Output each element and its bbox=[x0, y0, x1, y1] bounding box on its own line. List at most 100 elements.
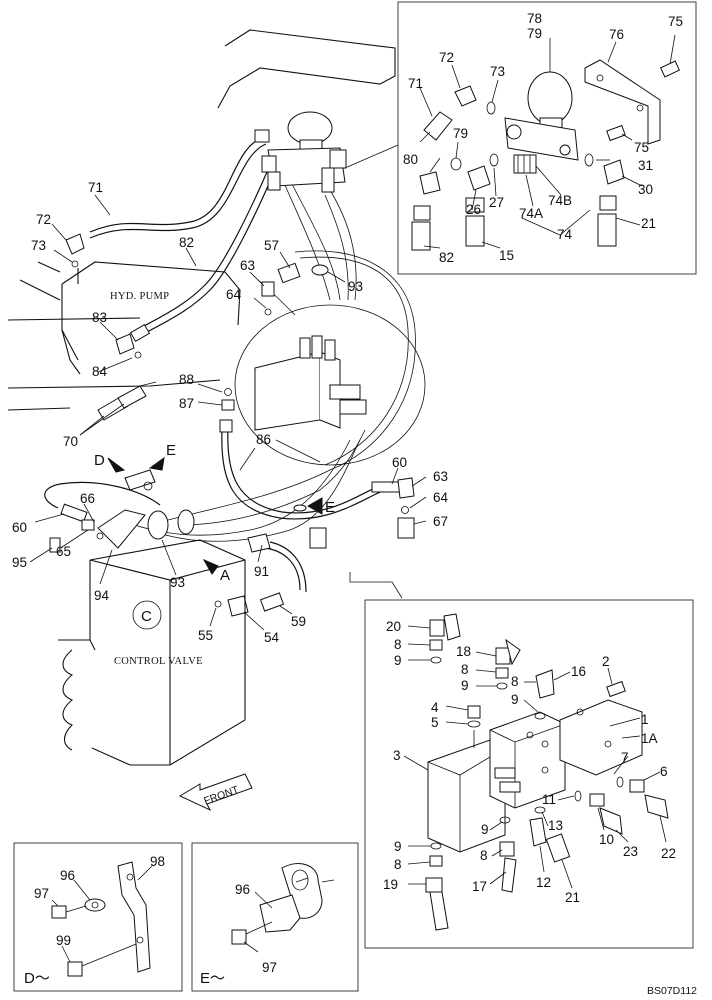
part-label: 75 bbox=[668, 14, 683, 29]
view-a-marker: A bbox=[220, 567, 230, 584]
part-label: 94 bbox=[94, 588, 110, 603]
part-label: 10 bbox=[599, 832, 614, 847]
detail-valve-frame bbox=[364, 599, 694, 949]
hyd-pump-body: HYD. PUMP bbox=[61, 261, 241, 375]
part-label: 8 bbox=[394, 637, 402, 652]
part-label: 8 bbox=[480, 848, 488, 863]
part-label: 76 bbox=[609, 27, 624, 42]
view-arrows: D E E A bbox=[94, 442, 335, 584]
part-label: 93 bbox=[170, 575, 185, 590]
view-c-circle bbox=[132, 600, 162, 630]
part-label: 19 bbox=[383, 877, 398, 892]
part-labels-detail-d-e: 96 98 97 99 96 97 bbox=[34, 854, 277, 975]
part-label: 97 bbox=[262, 960, 277, 975]
part-label: 2 bbox=[602, 654, 610, 669]
main-hoses bbox=[44, 137, 416, 593]
part-label: 96 bbox=[60, 868, 75, 883]
detail-e-title: E～ bbox=[200, 970, 225, 987]
machine-frame-lines bbox=[7, 29, 396, 411]
part-label: 23 bbox=[623, 844, 638, 859]
part-label: 8 bbox=[511, 674, 519, 689]
part-label: 83 bbox=[92, 310, 107, 325]
part-label: 65 bbox=[56, 544, 71, 559]
part-label: 5 bbox=[431, 715, 439, 730]
detail-e: E～ bbox=[191, 842, 359, 992]
main-fittings bbox=[49, 233, 415, 617]
control-valve-body: CONTROL VALVE C bbox=[58, 539, 246, 766]
part-label: 64 bbox=[226, 287, 242, 302]
part-labels-main: 71 72 73 82 83 84 70 88 87 86 57 63 64 9… bbox=[12, 180, 449, 645]
part-label: 9 bbox=[481, 822, 489, 837]
part-label: 20 bbox=[386, 619, 401, 634]
part-label: 8 bbox=[461, 662, 469, 677]
control-valve-label: CONTROL VALVE bbox=[114, 656, 203, 667]
hyd-pump-label: HYD. PUMP bbox=[110, 291, 169, 302]
part-label: 9 bbox=[394, 653, 402, 668]
part-label: 80 bbox=[403, 152, 418, 167]
part-label: 4 bbox=[431, 700, 439, 715]
part-label: 70 bbox=[63, 434, 78, 449]
part-label: 12 bbox=[536, 875, 551, 890]
part-label: 26 bbox=[466, 202, 481, 217]
part-label: 71 bbox=[88, 180, 103, 195]
part-label: 6 bbox=[660, 764, 668, 779]
part-label: 93 bbox=[348, 279, 363, 294]
part-label: 71 bbox=[408, 76, 423, 91]
part-label: 72 bbox=[439, 50, 454, 65]
part-label: 74 bbox=[557, 227, 573, 242]
part-label: 86 bbox=[256, 432, 271, 447]
part-label: 66 bbox=[80, 491, 95, 506]
drawing-code: BS07D112 bbox=[647, 985, 697, 997]
part-label: 30 bbox=[638, 182, 653, 197]
part-label: 91 bbox=[254, 564, 269, 579]
view-d-marker: D bbox=[94, 452, 105, 469]
leader-lines-main bbox=[29, 194, 427, 631]
part-label: 21 bbox=[565, 890, 580, 905]
part-label: 7 bbox=[621, 750, 629, 765]
part-label: 27 bbox=[489, 195, 504, 210]
part-label: 17 bbox=[472, 879, 487, 894]
detail-d: D～ bbox=[13, 842, 183, 992]
part-labels-detail-top: 78 79 72 73 75 76 71 79 80 26 27 74A 74B… bbox=[403, 11, 683, 265]
detail-accumulator-frame bbox=[397, 1, 697, 275]
accumulator-assembly bbox=[254, 111, 347, 193]
part-label: 73 bbox=[31, 238, 46, 253]
part-label: 97 bbox=[34, 886, 49, 901]
part-label: 87 bbox=[179, 396, 194, 411]
part-label: 9 bbox=[461, 678, 469, 693]
part-label: 54 bbox=[264, 630, 280, 645]
cylinder-body bbox=[234, 304, 426, 466]
view-c-marker: C bbox=[141, 608, 152, 625]
view-e-marker-2: E bbox=[325, 499, 335, 516]
part-label: 8 bbox=[394, 857, 402, 872]
part-label: 78 bbox=[527, 11, 542, 26]
part-label: 22 bbox=[661, 846, 676, 861]
part-label: 64 bbox=[433, 490, 449, 505]
detail-accumulator bbox=[344, 1, 697, 275]
part-labels-detail-valve: 20 8 9 18 8 9 16 8 9 2 4 5 1 1A 3 7 6 11… bbox=[383, 619, 676, 905]
part-label: 11 bbox=[542, 792, 556, 807]
part-label: 9 bbox=[394, 839, 402, 854]
part-label: 55 bbox=[198, 628, 213, 643]
part-label: 67 bbox=[433, 514, 448, 529]
part-label: 31 bbox=[638, 158, 653, 173]
part-label: 74A bbox=[519, 206, 543, 221]
part-label: 21 bbox=[641, 216, 656, 231]
part-label: 98 bbox=[150, 854, 165, 869]
part-label: 99 bbox=[56, 933, 71, 948]
part-label: 79 bbox=[453, 126, 468, 141]
part-label: 1A bbox=[641, 731, 658, 746]
part-label: 60 bbox=[12, 520, 27, 535]
part-label: 60 bbox=[392, 455, 407, 470]
part-label: 1 bbox=[641, 712, 649, 727]
part-label: 3 bbox=[393, 748, 401, 763]
part-label: 59 bbox=[291, 614, 306, 629]
part-label: 9 bbox=[511, 692, 519, 707]
view-e-marker: E bbox=[166, 442, 176, 459]
part-label: 79 bbox=[527, 26, 542, 41]
part-label: 82 bbox=[439, 250, 454, 265]
part-label: 57 bbox=[264, 238, 279, 253]
part-label: 16 bbox=[571, 664, 586, 679]
